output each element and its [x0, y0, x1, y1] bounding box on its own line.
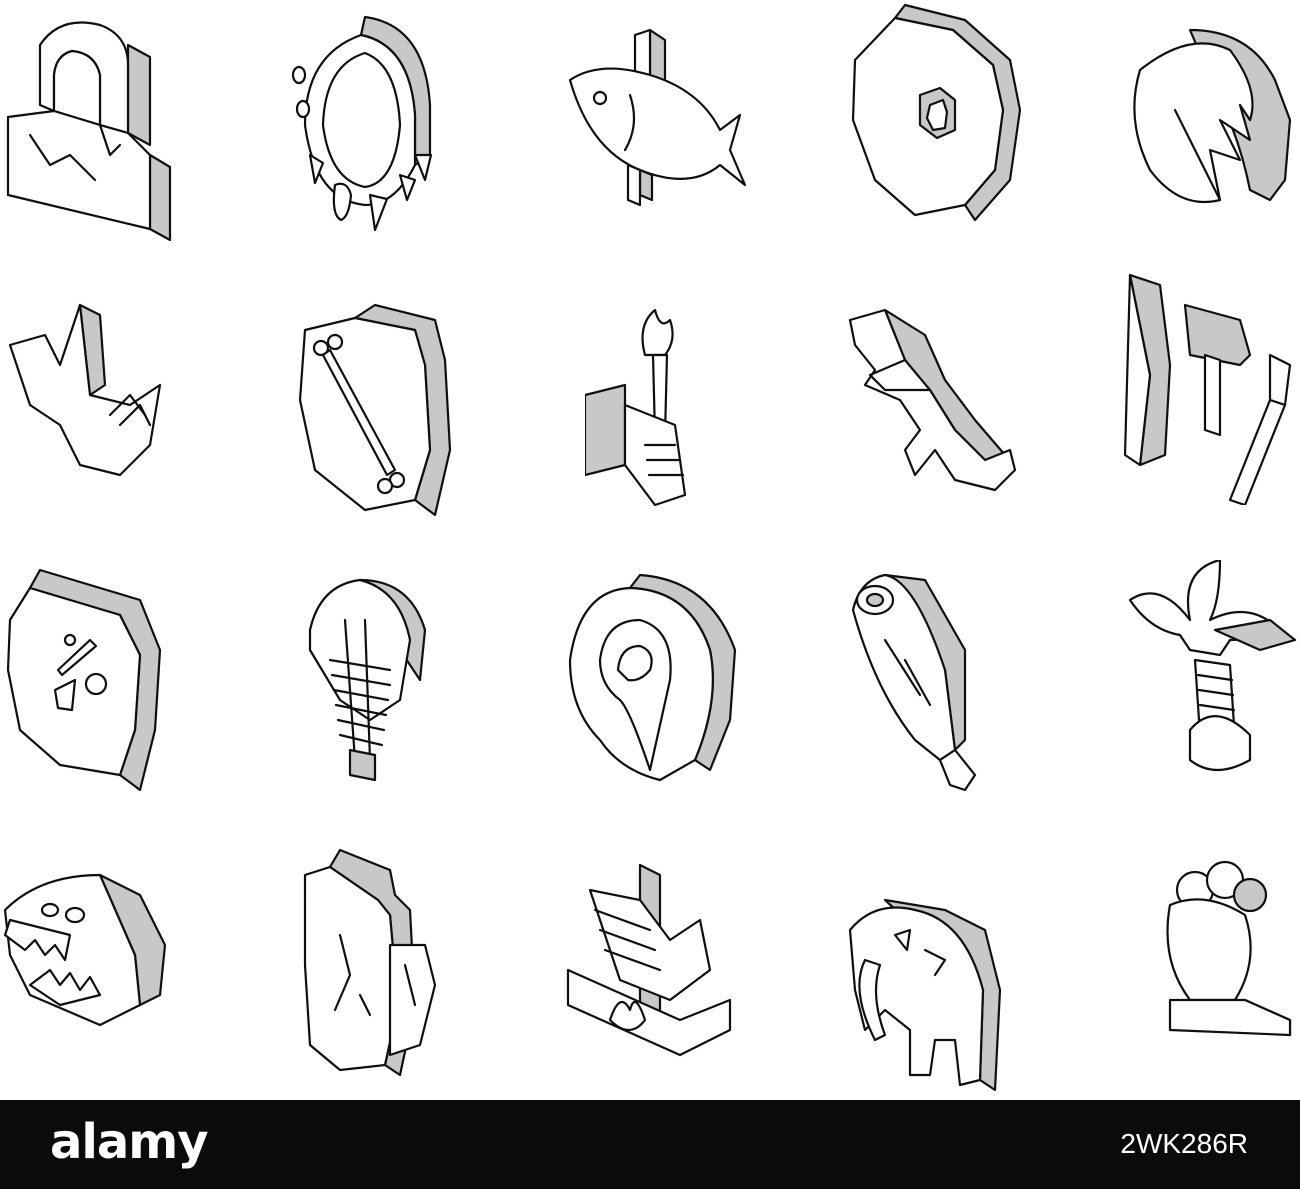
dinosaur-footprint-icon — [1130, 860, 1300, 1100]
stone-tools-icon — [1120, 265, 1300, 505]
caveman-avatar-icon — [0, 5, 210, 245]
trilobite-fossil-icon — [290, 570, 500, 810]
tooth-necklace-icon — [265, 5, 475, 245]
bone-fossil-stone-icon — [285, 300, 495, 540]
brand-area: alamy — [0, 1100, 300, 1189]
watermark-footer: alamy 2WK286R — [0, 1100, 1300, 1189]
meat-on-bone-icon — [845, 570, 1055, 810]
image-id-label: 2WK286R — [1120, 1128, 1248, 1159]
fossil-rock-icon — [0, 560, 210, 800]
palm-tree-icon — [1120, 560, 1300, 800]
brand-logo[interactable]: alamy — [50, 1114, 209, 1170]
ammonite-shell-icon — [560, 570, 770, 810]
pterodactyl-icon — [0, 265, 210, 505]
hands-making-fire-icon — [560, 860, 770, 1100]
cracked-stone-slab-icon — [290, 845, 500, 1085]
tyrannosaurus-icon — [845, 290, 1055, 530]
icon-grid — [0, 0, 1300, 1100]
hand-holding-torch-icon — [585, 295, 795, 535]
stone-wheel-icon — [835, 0, 1045, 240]
mammoth-icon — [845, 890, 1055, 1130]
fish-on-spear-icon — [540, 0, 750, 240]
dinosaur-skull-icon — [0, 855, 210, 1095]
monstera-leaf-icon — [1100, 10, 1300, 250]
